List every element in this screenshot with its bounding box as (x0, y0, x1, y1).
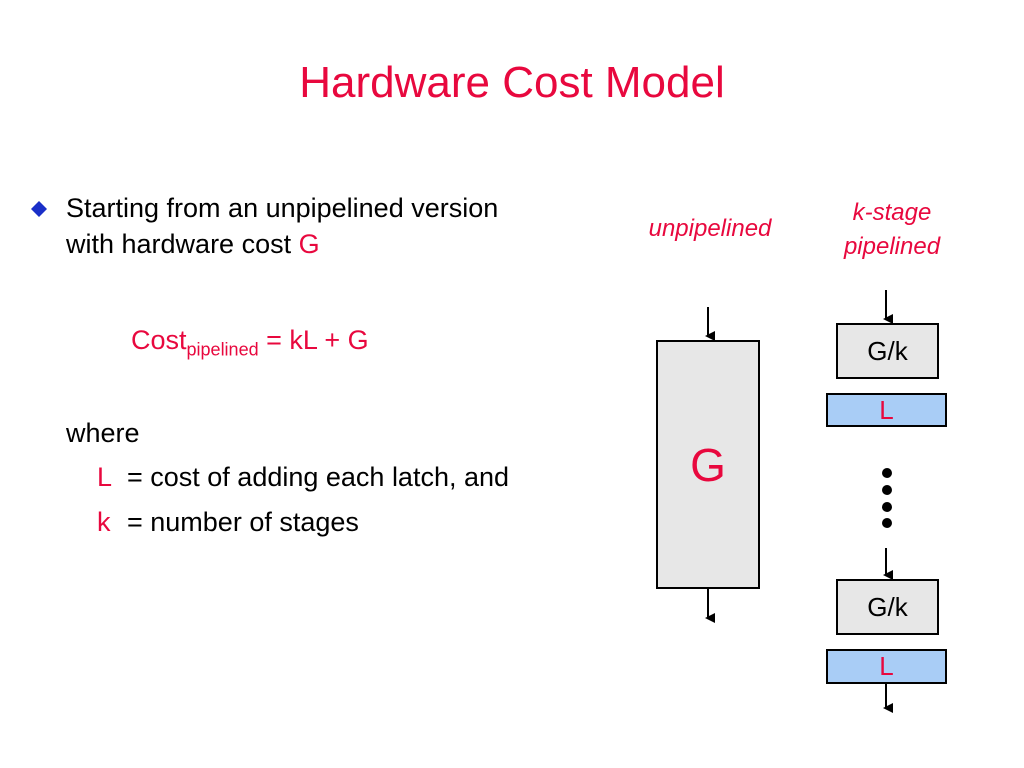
where-label: where (66, 418, 140, 448)
stage-label: G/k (867, 335, 908, 366)
cost-formula: Costpipelined = kL + G (131, 325, 369, 360)
ellipsis-dot (882, 468, 892, 478)
ellipsis-dot (882, 502, 892, 512)
definition-stages: k = number of stages (97, 507, 359, 538)
bullet-line-1: Starting from an unpipelined version (66, 193, 499, 223)
ellipsis-dot (882, 485, 892, 495)
unpipelined-caption: unpipelined (648, 215, 772, 242)
pipeline-latch-last: L (826, 649, 947, 684)
bullet-highlight: G (298, 229, 320, 259)
definition-meaning: = number of stages (127, 507, 359, 537)
pipeline-stage-last: G/k (836, 579, 939, 635)
formula-rhs: = kL + G (258, 325, 369, 355)
pipelined-caption: k-stage pipelined (822, 196, 962, 264)
bullet-line-2: with hardware cost (66, 229, 299, 259)
stage-label: G/k (867, 591, 908, 622)
latch-label: L (879, 651, 894, 681)
definition-meaning: = cost of adding each latch, and (127, 462, 510, 492)
definition-symbol: L (97, 462, 113, 492)
latch-label: L (879, 394, 894, 425)
ellipsis-dot (882, 518, 892, 528)
diamond-bullet-icon (31, 201, 47, 217)
formula-lhs: Cost (131, 325, 187, 355)
unpipelined-block: G (656, 340, 760, 589)
slide-title: Hardware Cost Model (299, 58, 725, 107)
pipeline-latch-first: L (826, 393, 947, 427)
unpipelined-block-label: G (690, 438, 726, 491)
pipeline-stage-first: G/k (836, 323, 939, 379)
pipelined-caption-line-1: k-stage (852, 199, 932, 226)
definition-symbol: k (97, 507, 111, 537)
pipelined-caption-line-2: pipelined (843, 233, 941, 260)
bullet-text: Starting from an unpipelined version wit… (66, 190, 626, 262)
definition-latch: L = cost of adding each latch, and (97, 462, 509, 493)
formula-subscript: pipelined (186, 339, 259, 360)
